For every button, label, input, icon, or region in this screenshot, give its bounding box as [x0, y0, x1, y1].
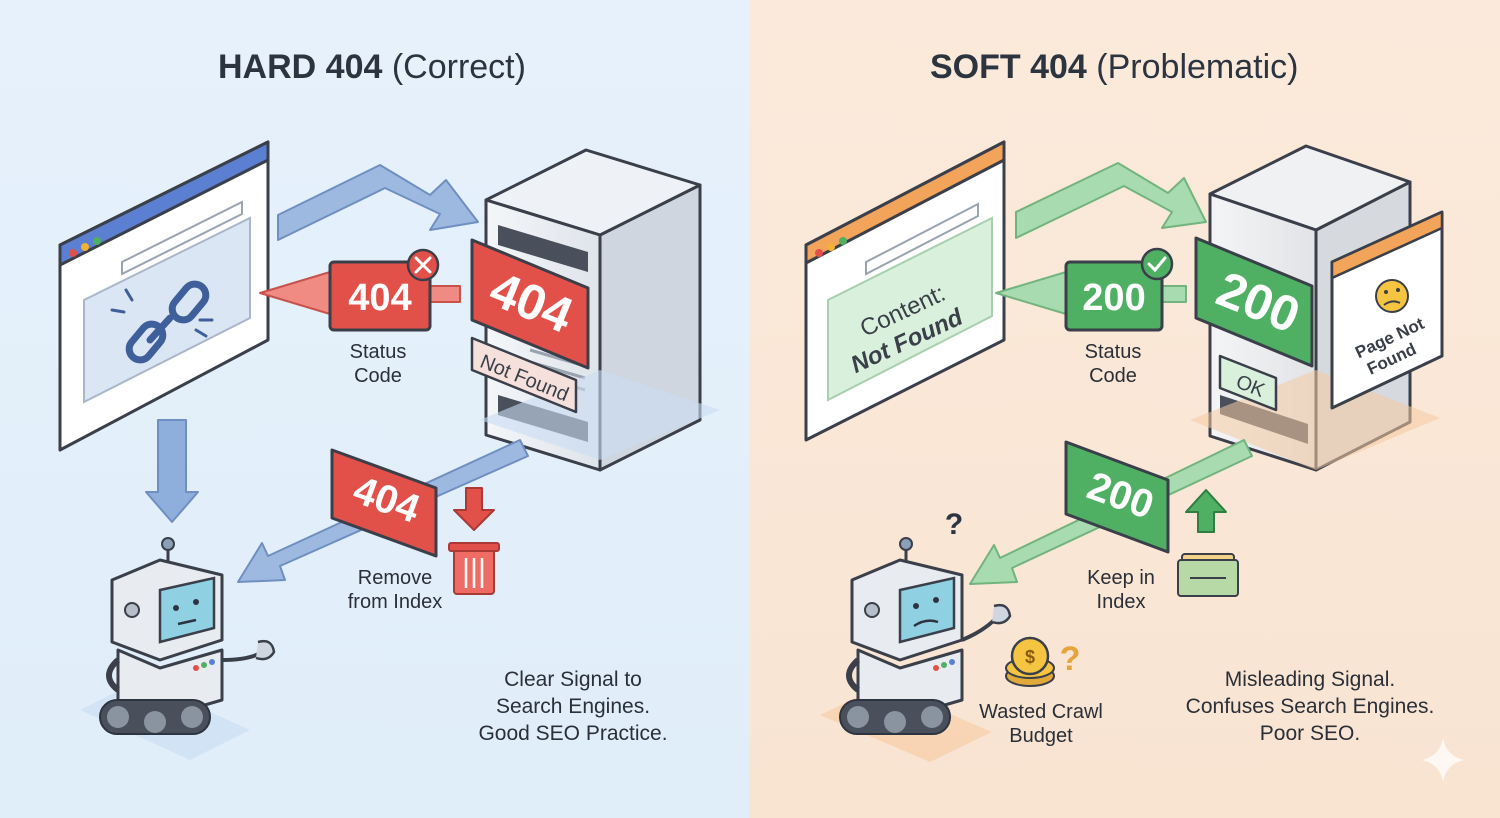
browser-window-soft	[804, 140, 1006, 442]
sparkle-icon	[1422, 738, 1464, 782]
hard-summary-line-2: Search Engines.	[495, 695, 651, 718]
hard-summary: Clear Signal to Search Engines. Good SEO…	[462, 666, 684, 747]
broken-link-icon	[110, 280, 214, 364]
wasted-crawl-budget-label: Wasted Crawl Budget	[966, 700, 1116, 748]
soft-status-line-2: Code	[1089, 365, 1137, 387]
soft-summary: Misleading Signal. Confuses Search Engin…	[1168, 666, 1452, 747]
up-arrow-icon	[1185, 489, 1227, 533]
hard-status-line-2: Code	[354, 365, 402, 387]
soft-title-bold: SOFT 404	[930, 48, 1087, 86]
request-arrow	[277, 164, 479, 241]
archive-box-icon	[1177, 553, 1239, 597]
status-200-text: 200	[1082, 277, 1145, 319]
hard-404-title: HARD 404 (Correct)	[218, 48, 526, 87]
browser-window	[58, 140, 270, 452]
crawl-down-arrow	[145, 419, 199, 523]
crawler-robot	[80, 537, 276, 760]
soft-summary-line-1: Misleading Signal.	[1224, 668, 1396, 691]
hard-status-code-label: Status Code	[328, 340, 428, 388]
soft-summary-line-3: Poor SEO.	[1259, 722, 1361, 745]
ok-sticker: OK	[1218, 354, 1278, 412]
soft-404-title: SOFT 404 (Problematic)	[930, 48, 1298, 87]
keep-line-2: Index	[1096, 591, 1146, 613]
status-200-badge: 200	[1064, 260, 1164, 332]
hard-summary-line-1: Clear Signal to	[504, 668, 642, 691]
remove-from-index-label: Remove from Index	[330, 566, 460, 614]
trash-icon	[448, 542, 500, 595]
page-not-found-card: Page Not Found	[1330, 210, 1444, 410]
request-arrow-soft	[1015, 162, 1207, 239]
remove-line-2: from Index	[347, 591, 443, 613]
status-404-text: 404	[348, 277, 411, 319]
hard-status-line-1: Status	[349, 341, 407, 363]
robot-question-mark: ?	[945, 508, 963, 541]
budget-line-2: Budget	[1009, 725, 1073, 747]
hard-summary-line-3: Good SEO Practice.	[478, 722, 668, 745]
coin-question-mark: ?	[1060, 640, 1081, 678]
soft-title-rest: (Problematic)	[1096, 48, 1299, 86]
status-404-badge: 404	[328, 260, 432, 332]
sad-face-icon	[1375, 279, 1409, 313]
soft-status-line-1: Status	[1084, 341, 1142, 363]
down-arrow-icon	[453, 487, 495, 531]
hard-title-rest: (Correct)	[391, 48, 526, 86]
error-x-icon	[406, 248, 440, 282]
coins-icon: $	[1005, 636, 1055, 687]
svg-text:$: $	[1025, 647, 1035, 667]
budget-line-1: Wasted Crawl	[979, 701, 1103, 723]
soft-summary-line-2: Confuses Search Engines.	[1185, 695, 1435, 718]
server-200-badge: 200	[1194, 236, 1314, 368]
hard-title-bold: HARD 404	[218, 48, 383, 86]
crawl-404-badge: 404	[330, 448, 438, 558]
crawl-200-badge: 200	[1064, 440, 1170, 554]
check-icon	[1140, 247, 1174, 281]
keep-in-index-label: Keep in Index	[1066, 566, 1176, 614]
confused-robot	[820, 537, 1012, 762]
remove-line-1: Remove	[357, 567, 433, 589]
soft-status-code-label: Status Code	[1063, 340, 1163, 388]
keep-line-1: Keep in	[1087, 567, 1155, 589]
